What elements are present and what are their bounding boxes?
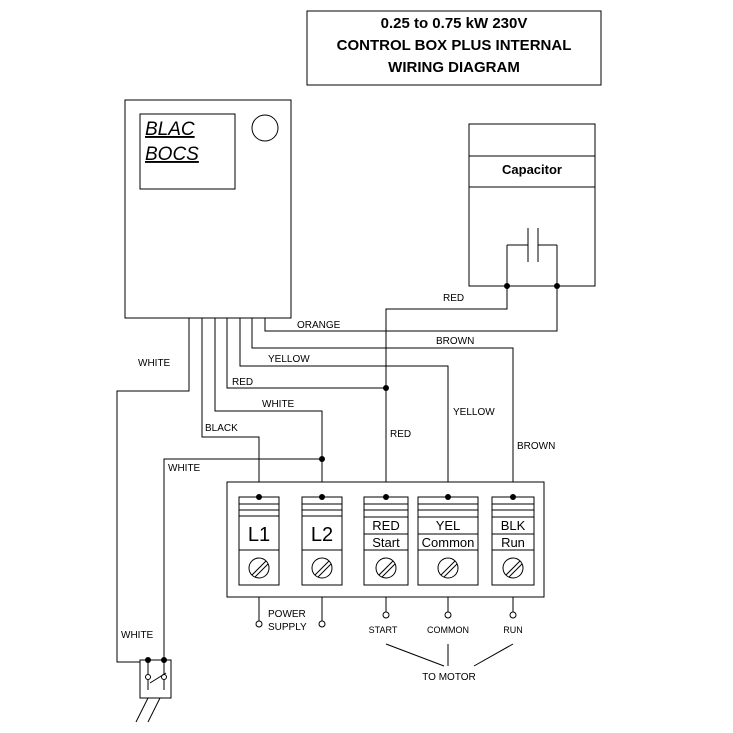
terminal-yel-label: YEL: [436, 518, 461, 533]
title-line-2: CONTROL BOX PLUS INTERNAL: [337, 37, 572, 54]
wire-label-red-cap: RED: [443, 293, 464, 304]
pressure-switch-icon: [135, 657, 172, 723]
brand-line-2: BOCS: [145, 144, 199, 165]
power-supply-l1-terminal-icon: [255, 620, 263, 628]
start-label: START: [369, 625, 398, 635]
terminal-red-label: RED: [372, 518, 399, 533]
terminal-block: L1 L2 RED Start: [226, 481, 545, 598]
wire-label-brown-top: BROWN: [436, 336, 474, 347]
wire-label-yellow-vertical: YELLOW: [453, 407, 495, 418]
wire-labels: WHITE ORANGE BROWN YELLOW RED WHITE BLAC…: [121, 293, 555, 641]
capacitor-symbol-icon: [506, 228, 558, 286]
common-label: COMMON: [427, 625, 469, 635]
terminal-l1: L1: [238, 494, 280, 586]
wire-label-white-left: WHITE: [138, 358, 171, 369]
wiring: [116, 286, 558, 672]
wire-label-white-lower: WHITE: [168, 463, 201, 474]
wire-label-orange: ORANGE: [297, 320, 341, 331]
brand-line-1: BLAC: [145, 119, 195, 140]
output-leads: POWER SUPPLY START COMMON RUN TO MOTOR: [255, 597, 523, 683]
terminal-start-label: Start: [372, 535, 400, 550]
wire-label-red-mid: RED: [232, 377, 253, 388]
terminal-common-label: Common: [422, 535, 475, 550]
title-block: 0.25 to 0.75 kW 230V CONTROL BOX PLUS IN…: [306, 10, 602, 86]
terminal-blk-run: BLK Run: [491, 494, 535, 586]
terminal-run-label: Run: [501, 535, 525, 550]
power-supply-label-1: POWER: [268, 609, 306, 620]
capacitor-frame: [468, 123, 596, 287]
title-line-1: 0.25 to 0.75 kW 230V: [381, 15, 528, 32]
title-line-3: WIRING DIAGRAM: [388, 59, 520, 76]
control-box: BLAC BOCS: [124, 99, 292, 319]
start-terminal-icon: [382, 611, 390, 619]
run-label: RUN: [503, 625, 523, 635]
to-motor-label: TO MOTOR: [422, 672, 476, 683]
run-terminal-icon: [509, 611, 517, 619]
indicator-lamp-icon: [251, 114, 279, 142]
terminal-yel-common: YEL Common: [417, 494, 479, 586]
terminal-l2: L2: [301, 494, 343, 586]
terminal-l2-label: L2: [311, 524, 333, 546]
capacitor-label: Capacitor: [502, 162, 562, 177]
wire-label-black: BLACK: [205, 423, 238, 434]
wire-label-brown-vertical: BROWN: [517, 441, 555, 452]
common-terminal-icon: [444, 611, 452, 619]
wire-label-white-switch: WHITE: [121, 630, 154, 641]
capacitor-unit: Capacitor: [468, 123, 596, 289]
power-supply-l2-terminal-icon: [318, 620, 326, 628]
title-frame: [306, 10, 602, 86]
wire-label-white-mid: WHITE: [262, 399, 295, 410]
terminal-l1-label: L1: [248, 524, 270, 546]
power-supply-label-2: SUPPLY: [268, 622, 307, 633]
brand-plate: [139, 113, 236, 190]
wire-label-yellow-top: YELLOW: [268, 354, 310, 365]
terminal-red-start: RED Start: [363, 494, 409, 586]
terminal-blk-label: BLK: [501, 518, 526, 533]
wire-label-red-vertical: RED: [390, 429, 411, 440]
